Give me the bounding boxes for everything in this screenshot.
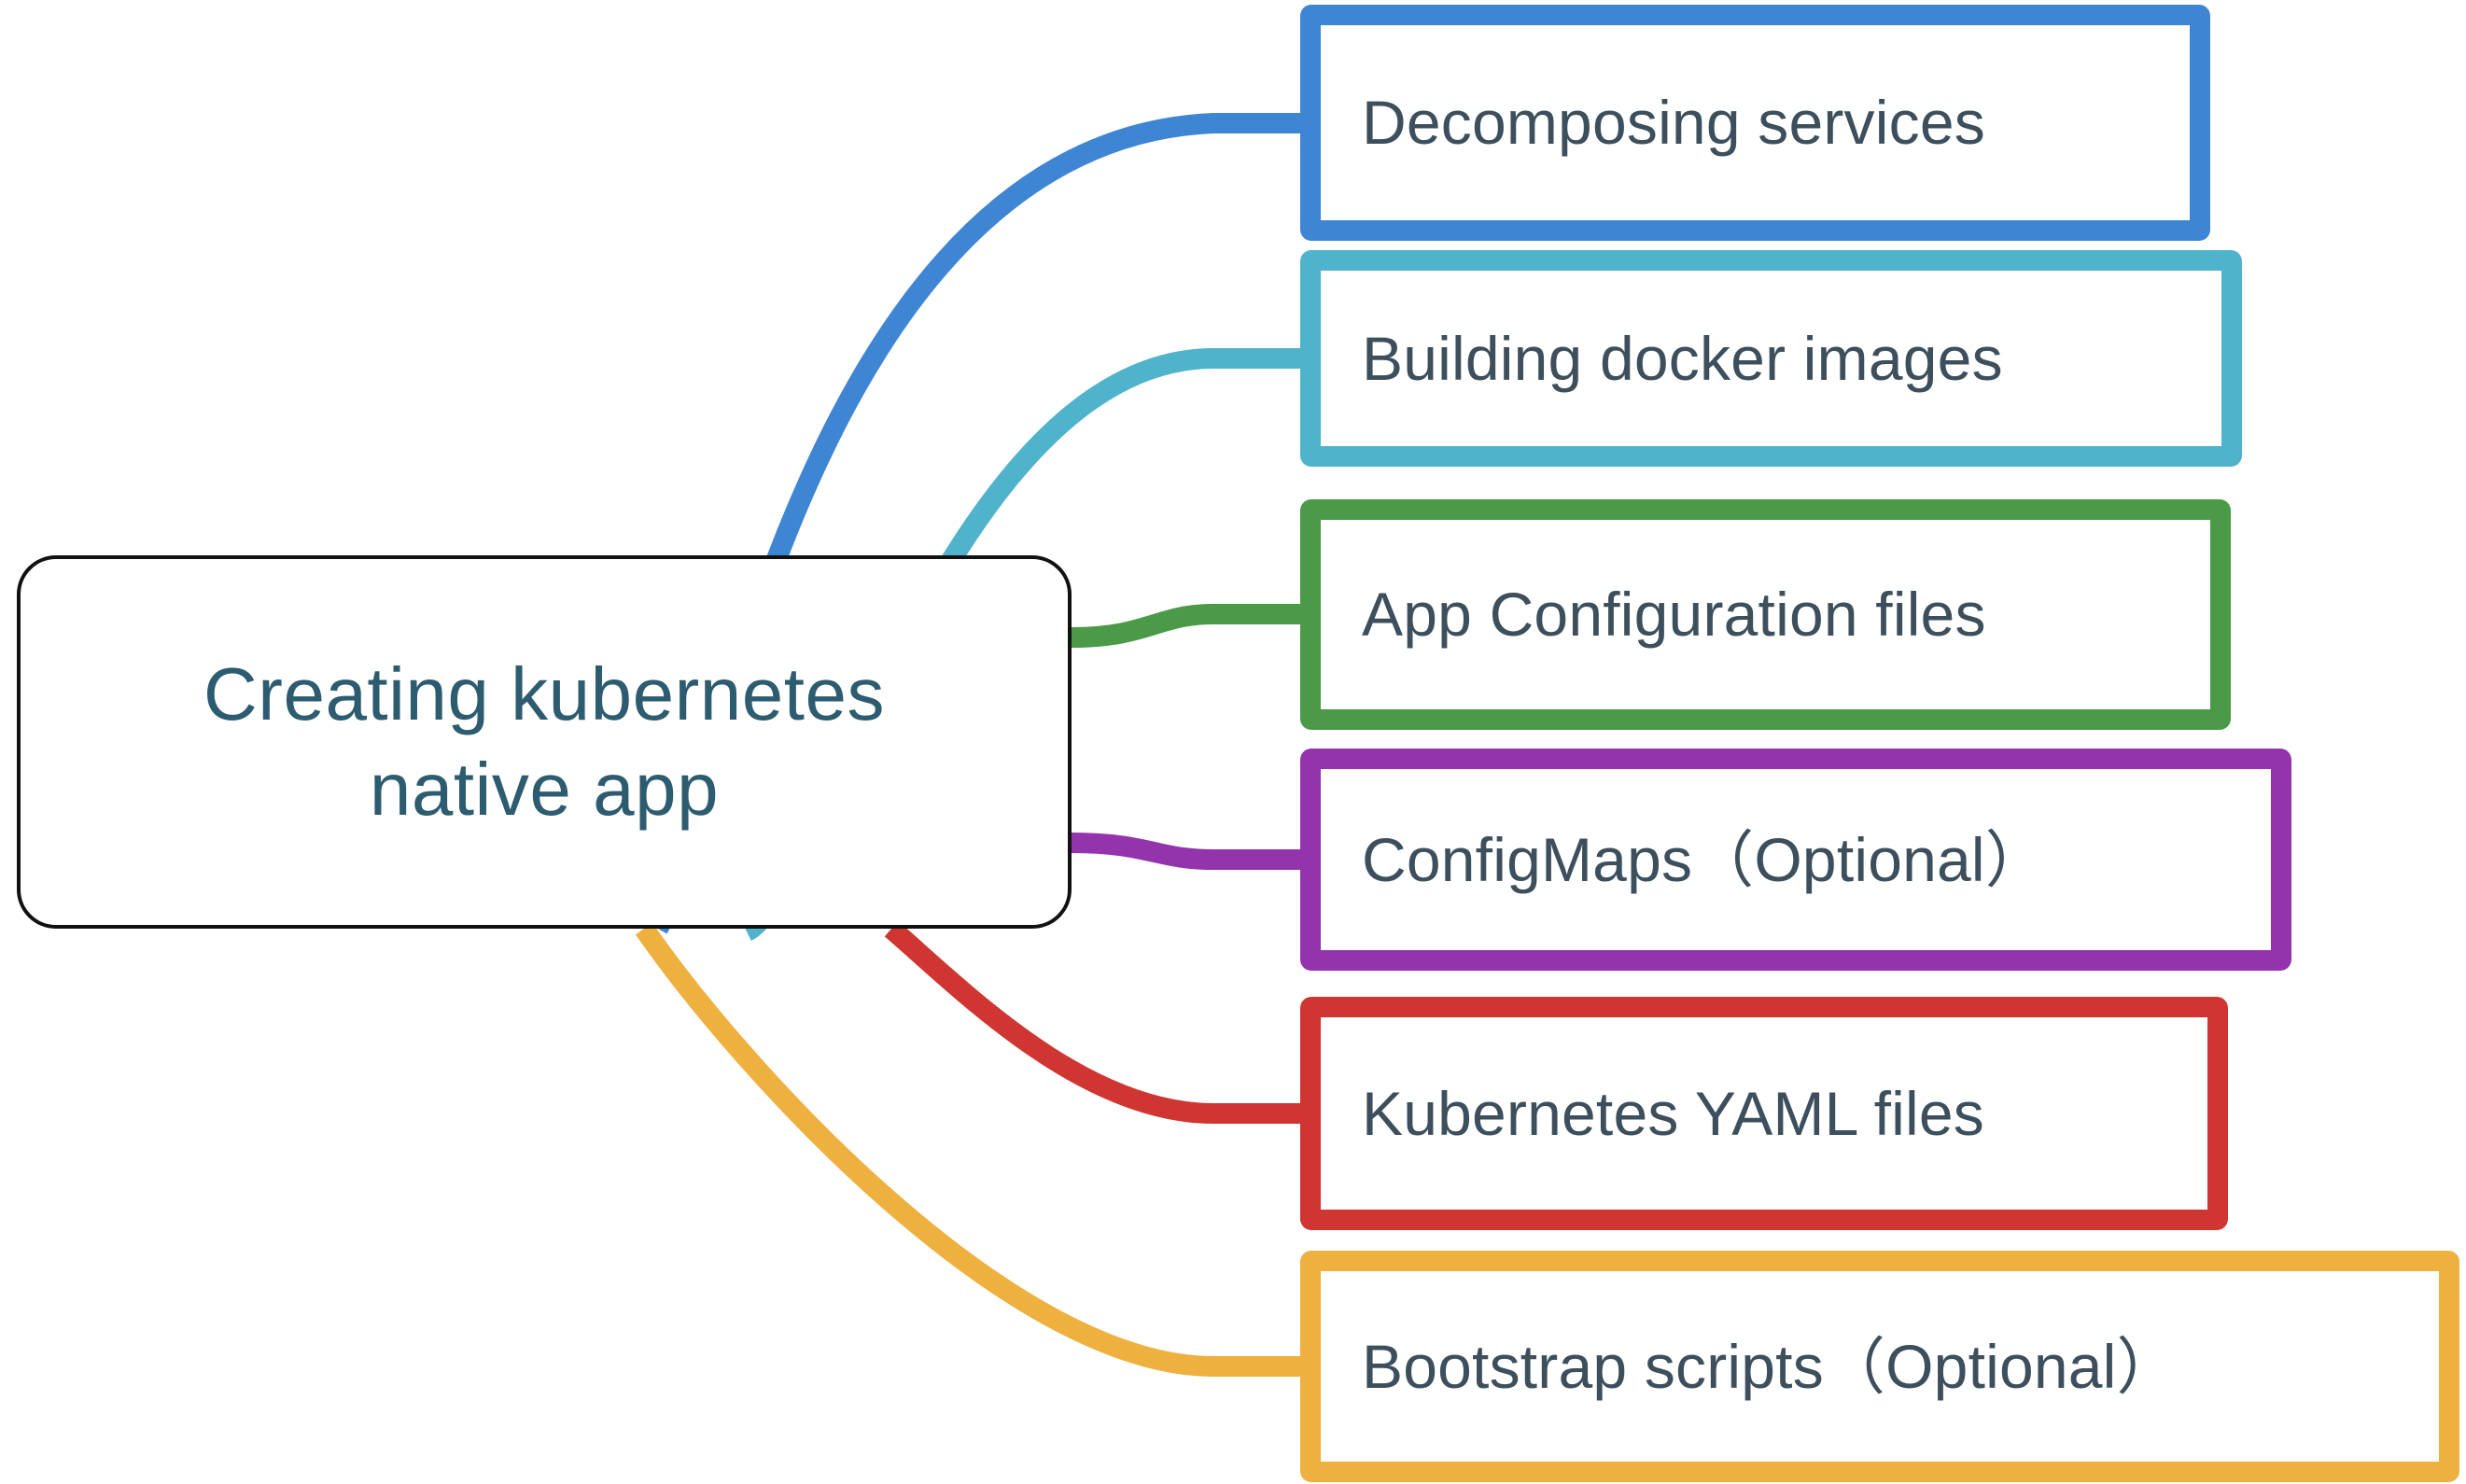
child-node-label: App Configuration files (1362, 580, 1986, 650)
edge-to-kubernetes-yaml-files (884, 920, 1300, 1124)
child-node-app-configuration-files[interactable]: App Configuration files (1300, 499, 2231, 730)
child-node-bootstrap-scripts-optional[interactable]: Bootstrap scripts（Optional） (1300, 1251, 2459, 1482)
root-node-label: Creating kubernetes native app (203, 651, 885, 831)
edge-to-bootstrap-scripts-optional (635, 922, 1300, 1377)
child-node-label: Building docker images (1362, 323, 2003, 393)
child-node-label: Bootstrap scripts（Optional） (1362, 1331, 2179, 1401)
child-node-kubernetes-yaml-files[interactable]: Kubernetes YAML files (1300, 997, 2228, 1230)
child-node-decomposing-services[interactable]: Decomposing services (1300, 5, 2210, 241)
child-node-configmaps-optional[interactable]: ConfigMaps（Optional） (1300, 749, 2291, 971)
child-node-label: Decomposing services (1362, 88, 1985, 158)
root-node-creating-kubernetes-native-app[interactable]: Creating kubernetes native app (17, 555, 1072, 929)
edge-to-app-configuration-files (1071, 604, 1300, 648)
child-node-building-docker-images[interactable]: Building docker images (1300, 250, 2242, 467)
edge-to-configmaps-optional (1071, 833, 1300, 870)
child-node-label: Kubernetes YAML files (1362, 1078, 1985, 1148)
child-node-label: ConfigMaps（Optional） (1362, 824, 2047, 894)
